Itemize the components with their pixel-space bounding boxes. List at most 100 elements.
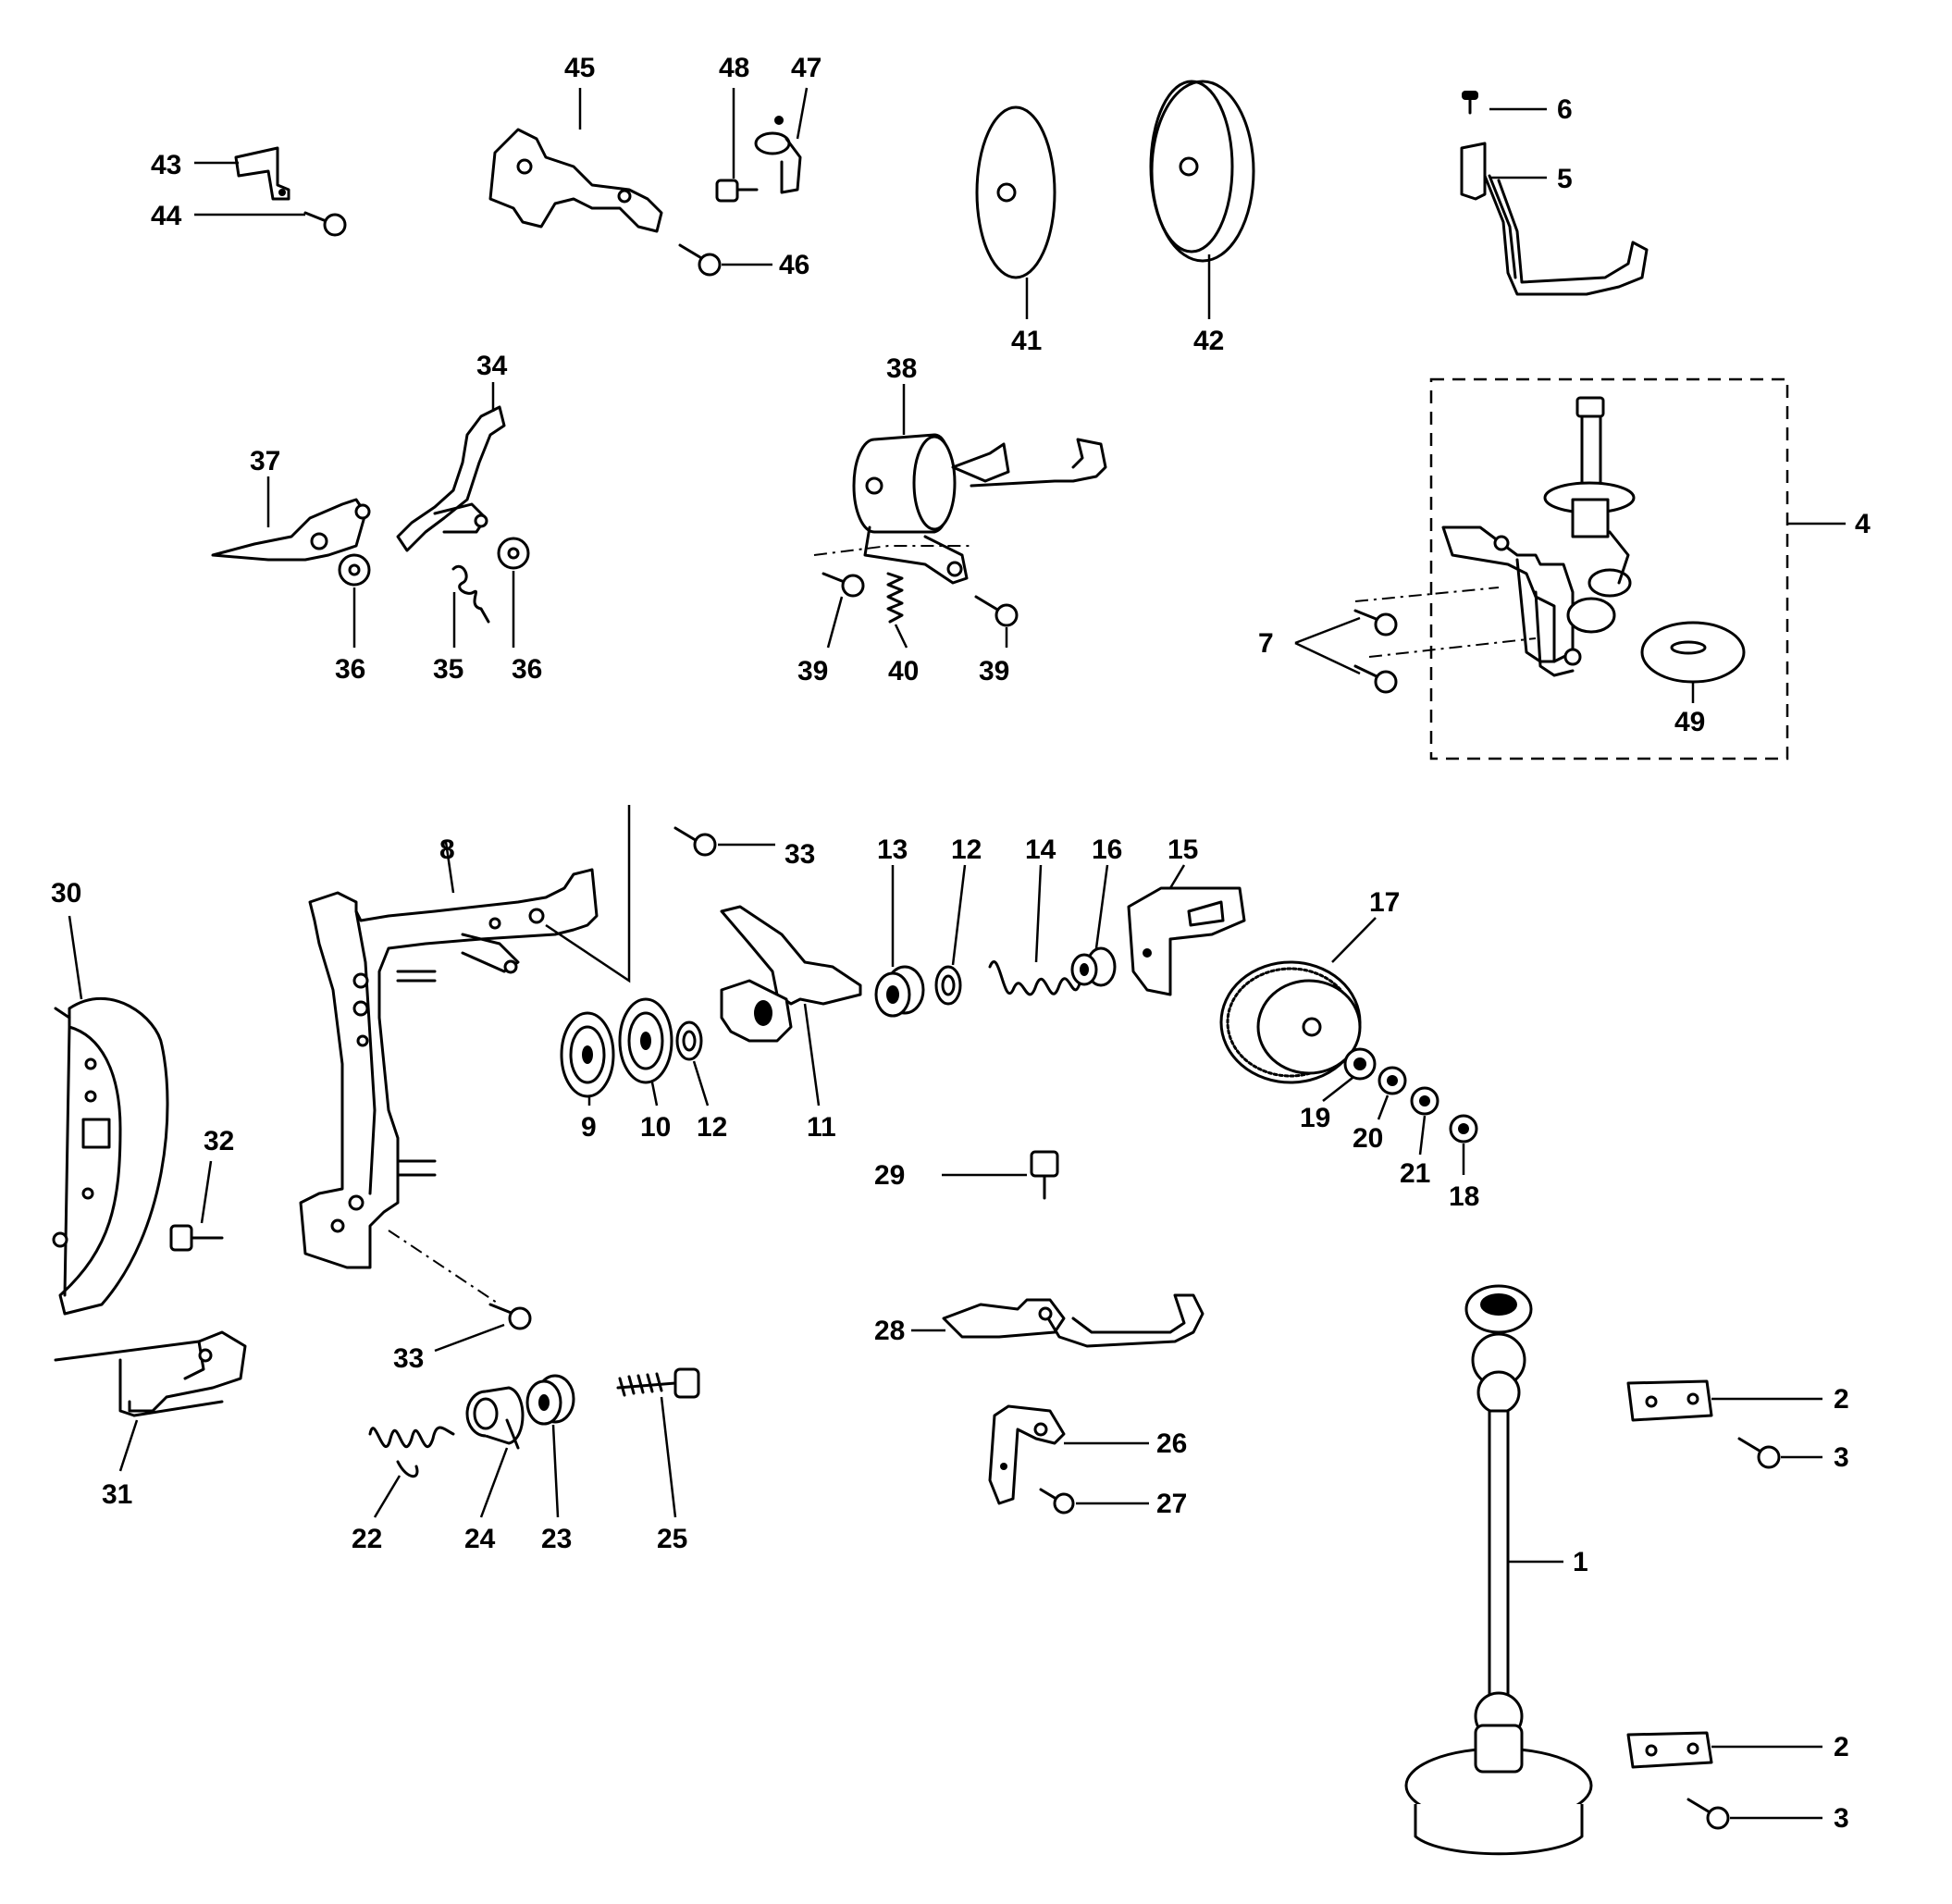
label-19: 19 xyxy=(1300,1103,1330,1133)
label-2-upper: 2 xyxy=(1834,1384,1849,1415)
part-21-washer xyxy=(1410,1086,1439,1116)
label-31: 31 xyxy=(102,1479,132,1510)
label-20: 20 xyxy=(1353,1123,1383,1154)
part-13-bushing xyxy=(874,965,925,1018)
part-1-vertical-shaft xyxy=(1404,1284,1593,1856)
label-33-lower: 33 xyxy=(393,1343,424,1374)
label-40: 40 xyxy=(888,656,919,686)
part-14-spring xyxy=(988,960,1082,996)
label-29: 29 xyxy=(874,1160,905,1191)
part-26-bracket xyxy=(988,1404,1066,1505)
part-38-motor-assembly xyxy=(852,433,1107,585)
label-33-upper: 33 xyxy=(785,839,815,870)
label-14: 14 xyxy=(1025,835,1056,865)
label-13: 13 xyxy=(877,835,908,865)
label-47: 47 xyxy=(791,53,822,83)
label-28: 28 xyxy=(874,1316,905,1346)
part-labels: 43 44 45 46 48 47 41 42 6 5 34 37 36 35 … xyxy=(51,53,1871,1834)
part-29-screw xyxy=(1030,1150,1059,1200)
label-39-left: 39 xyxy=(797,656,828,686)
part-12-washer-right xyxy=(934,965,962,1006)
part-47-bracket xyxy=(754,116,802,194)
part-17-gear xyxy=(1219,960,1362,1084)
part-24-sleeve xyxy=(465,1386,525,1450)
part-34-arm xyxy=(396,405,506,552)
part-4-assembly-box xyxy=(1429,377,1846,760)
part-2-clamp-lower xyxy=(1626,1731,1713,1769)
part-6-screw xyxy=(1462,91,1478,115)
label-18: 18 xyxy=(1449,1181,1479,1212)
label-21: 21 xyxy=(1400,1158,1430,1189)
part-16-collar xyxy=(1070,946,1117,987)
label-23: 23 xyxy=(541,1524,572,1554)
label-2-lower: 2 xyxy=(1834,1732,1849,1762)
part-45-lever xyxy=(488,128,663,233)
part-36-washer-left xyxy=(338,553,371,587)
part-8-main-frame xyxy=(299,868,599,1269)
label-34: 34 xyxy=(476,351,508,381)
part-32-screw xyxy=(169,1224,224,1252)
part-22-spring xyxy=(368,1426,455,1478)
label-41: 41 xyxy=(1011,326,1042,356)
part-35-spring xyxy=(451,564,490,624)
part-33-screw-upper xyxy=(673,826,717,857)
part-3-screw-lower xyxy=(1686,1798,1730,1830)
part-40-spring xyxy=(886,572,904,624)
label-8: 8 xyxy=(439,835,455,865)
part-11-thread-lever xyxy=(720,905,862,1043)
label-7: 7 xyxy=(1258,628,1274,659)
label-3-lower: 3 xyxy=(1834,1803,1849,1834)
part-44-screw xyxy=(303,211,347,237)
label-3-upper: 3 xyxy=(1834,1442,1849,1473)
label-17: 17 xyxy=(1369,887,1400,918)
label-37: 37 xyxy=(250,446,280,476)
part-28-wire-bracket xyxy=(942,1293,1205,1348)
label-38: 38 xyxy=(886,353,917,384)
label-36-left: 36 xyxy=(335,654,365,685)
label-12-right: 12 xyxy=(951,835,982,865)
part-37-lever xyxy=(211,498,371,562)
label-27: 27 xyxy=(1156,1489,1187,1519)
part-10-disc-washer xyxy=(618,997,673,1084)
label-24: 24 xyxy=(464,1524,496,1554)
part-7-screw-upper xyxy=(1353,609,1398,637)
part-7-screw-lower xyxy=(1353,664,1398,694)
label-43: 43 xyxy=(151,150,181,180)
part-25-bolt xyxy=(616,1367,700,1399)
label-10: 10 xyxy=(640,1112,671,1143)
label-12-left: 12 xyxy=(697,1112,727,1143)
label-32: 32 xyxy=(204,1126,234,1156)
part-30-curved-plate xyxy=(52,996,169,1316)
label-36-right: 36 xyxy=(512,654,542,685)
label-1: 1 xyxy=(1573,1547,1588,1577)
part-27-screw xyxy=(1039,1488,1075,1515)
part-2-clamp-upper xyxy=(1626,1379,1713,1422)
label-35: 35 xyxy=(433,654,463,685)
part-18-washer xyxy=(1449,1114,1478,1144)
label-16: 16 xyxy=(1092,835,1122,865)
part-42-disc xyxy=(1149,80,1255,263)
part-31-latch-bracket xyxy=(54,1330,247,1417)
label-49: 49 xyxy=(1674,707,1705,737)
part-48-screw xyxy=(715,179,759,203)
label-30: 30 xyxy=(51,878,81,909)
label-45: 45 xyxy=(564,53,595,83)
part-20-washer xyxy=(1378,1066,1407,1095)
part-33-screw-lower xyxy=(488,1303,532,1330)
part-46-screw xyxy=(678,243,722,277)
part-39-screw-left xyxy=(822,572,865,598)
part-3-screw-upper xyxy=(1737,1437,1781,1469)
label-9: 9 xyxy=(581,1112,597,1143)
part-12-washer-left xyxy=(675,1020,703,1061)
label-44: 44 xyxy=(151,201,182,231)
label-46: 46 xyxy=(779,250,809,280)
part-9-disc-washer xyxy=(560,1011,615,1098)
label-48: 48 xyxy=(719,53,749,83)
label-39-right: 39 xyxy=(979,656,1009,686)
label-4: 4 xyxy=(1855,509,1871,539)
label-26: 26 xyxy=(1156,1428,1187,1459)
label-22: 22 xyxy=(352,1524,382,1554)
label-42: 42 xyxy=(1193,326,1224,356)
label-11: 11 xyxy=(807,1112,836,1143)
